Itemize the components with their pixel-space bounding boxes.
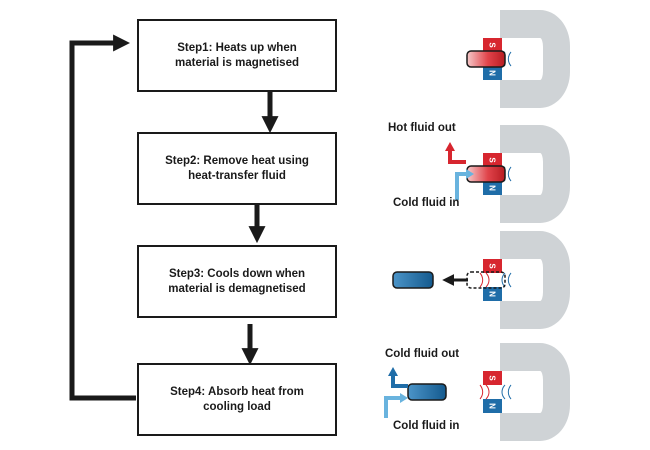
hot-fluid-out-arrowhead (445, 142, 455, 151)
cold-fluid-out-arrowhead (388, 367, 398, 376)
empty-slot-outline (466, 271, 506, 289)
step3-label: Step3: Cools down when material is demag… (168, 267, 306, 295)
cooled-material-block (392, 271, 434, 289)
step4-label: Step4: Absorb heat from cooling load (170, 385, 304, 413)
magnet-stage-4 (479, 342, 571, 442)
step3-box: Step3: Cools down when material is demag… (137, 245, 337, 318)
cold-fluid-in-arrow-2 (455, 172, 466, 200)
cold-fluid-in-arrowhead-4 (400, 393, 408, 403)
magnet-stage-2 (466, 124, 571, 224)
cold-fluid-in-arrow-4 (384, 396, 400, 418)
cold-material-block (407, 383, 447, 401)
magnet-stage-3 (466, 230, 571, 330)
loop-back-arrow (69, 34, 136, 401)
magnet-stage-1 (466, 9, 571, 109)
cold-fluid-out-label: Cold fluid out (385, 348, 460, 360)
hot-material-block (466, 50, 506, 68)
step1-label: Step1: Heats up when material is magneti… (175, 41, 299, 69)
step2-box: Step2: Remove heat using heat-transfer f… (137, 132, 337, 205)
cold-fluid-in-arrowhead-2 (466, 169, 474, 179)
step1-box: Step1: Heats up when material is magneti… (137, 19, 337, 92)
step2-label: Step2: Remove heat using heat-transfer f… (165, 154, 309, 182)
cold-fluid-in-label-2: Cold fluid in (393, 420, 460, 432)
hot-fluid-out-arrow (448, 150, 466, 164)
cold-fluid-out-arrow (391, 375, 408, 388)
step4-box: Step4: Absorb heat from cooling load (137, 363, 337, 436)
hot-fluid-out-label: Hot fluid out (388, 122, 456, 134)
cold-fluid-in-label-1: Cold fluid in (393, 197, 460, 209)
